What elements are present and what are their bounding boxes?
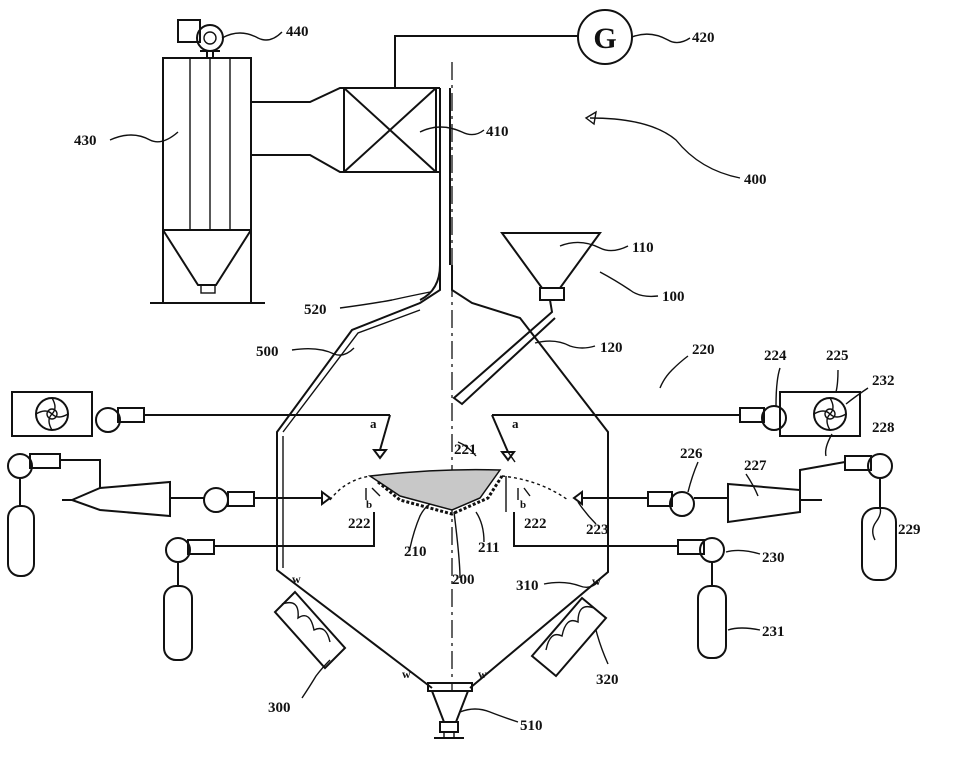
label-300: 300 xyxy=(268,700,291,716)
generator-symbol: G xyxy=(593,22,616,55)
label-221: 221 xyxy=(454,442,477,458)
label-231: 231 xyxy=(762,624,785,640)
label-222-left: 222 xyxy=(348,516,371,532)
label-211: 211 xyxy=(478,540,500,556)
angle-b-right: b xyxy=(520,499,526,511)
right-gas-line xyxy=(574,454,896,580)
label-400: 400 xyxy=(744,172,767,188)
label-225: 225 xyxy=(826,348,849,364)
label-120: 120 xyxy=(600,340,623,356)
fan-440 xyxy=(178,20,223,58)
label-410: 410 xyxy=(486,124,509,140)
right-bottom-gas xyxy=(514,512,726,658)
left-fan-unit xyxy=(12,392,390,458)
heat-exchanger-410 xyxy=(344,88,436,172)
left-bottom-gas xyxy=(164,512,374,660)
label-440: 440 xyxy=(286,24,309,40)
label-222-right: 222 xyxy=(524,516,547,532)
label-224: 224 xyxy=(764,348,787,364)
label-220: 220 xyxy=(692,342,715,358)
label-430: 430 xyxy=(74,133,97,149)
label-223: 223 xyxy=(586,522,609,538)
valve-mark: w xyxy=(292,572,301,586)
label-110: 110 xyxy=(632,240,654,256)
generator-420: G xyxy=(395,10,632,88)
label-320: 320 xyxy=(596,672,619,688)
label-200: 200 xyxy=(452,572,475,588)
screw-conveyor-320 xyxy=(532,598,606,676)
angle-b-left: b xyxy=(366,499,372,511)
dust-collector-430 xyxy=(150,58,265,303)
label-210: 210 xyxy=(404,544,427,560)
label-310: 310 xyxy=(516,578,539,594)
screw-conveyor-300 xyxy=(275,592,345,668)
angle-a-right: a xyxy=(512,416,519,431)
label-420: 420 xyxy=(692,30,715,46)
valve-mark: w xyxy=(402,667,411,681)
angle-a-left: a xyxy=(370,416,377,431)
hopper-110 xyxy=(454,233,600,404)
label-520: 520 xyxy=(304,302,327,318)
right-fan-unit-225 xyxy=(492,392,860,460)
label-230: 230 xyxy=(762,550,785,566)
label-229: 229 xyxy=(898,522,921,538)
label-100: 100 xyxy=(662,289,685,305)
label-232: 232 xyxy=(872,373,895,389)
label-226: 226 xyxy=(680,446,703,462)
label-227: 227 xyxy=(744,458,767,474)
discharge-valves: w w w w xyxy=(292,572,601,681)
label-510: 510 xyxy=(520,718,543,734)
label-500: 500 xyxy=(256,344,279,360)
label-228: 228 xyxy=(872,420,895,436)
valve-mark: w xyxy=(478,667,487,681)
